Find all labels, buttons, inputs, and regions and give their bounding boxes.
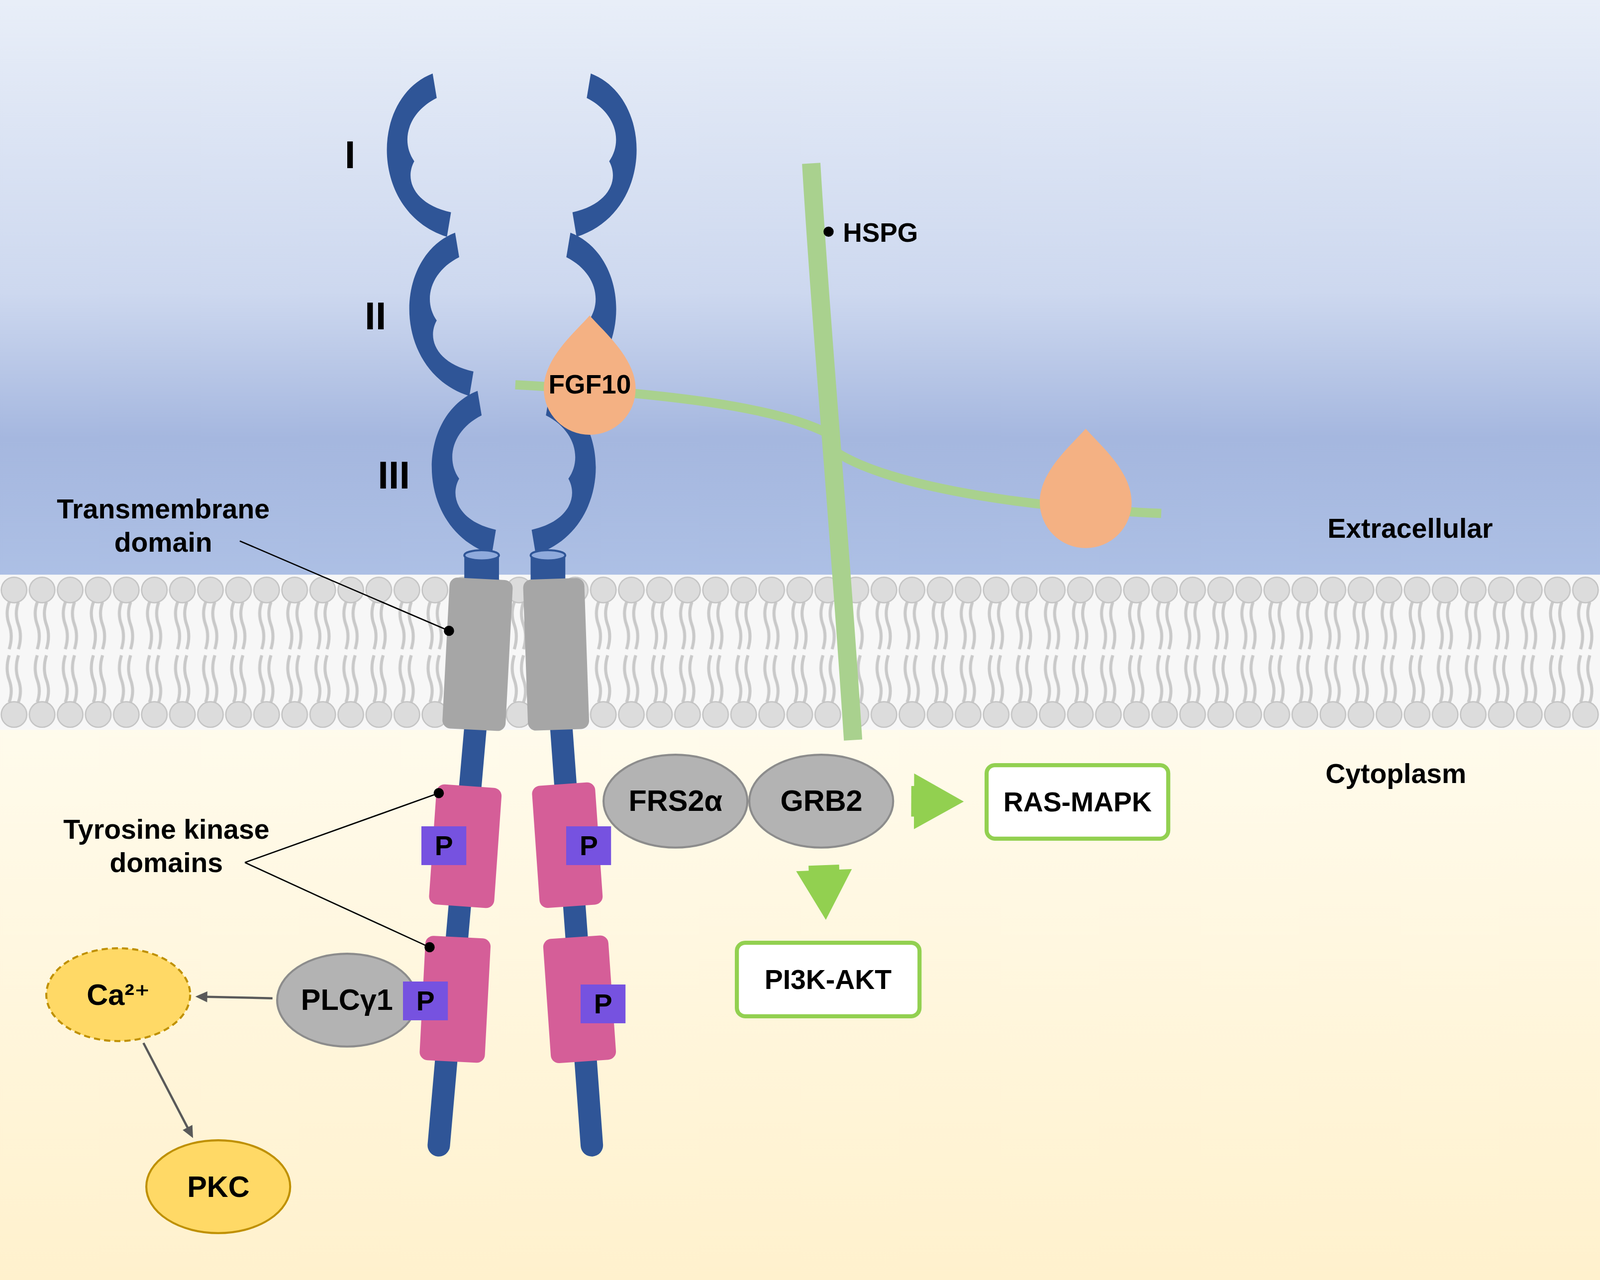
domain-numeral: I bbox=[344, 131, 356, 179]
node-text: FGF10 bbox=[548, 370, 632, 400]
pathway-box: PI3K-AKT bbox=[734, 940, 922, 1019]
node-text: Ca²⁺ bbox=[86, 978, 150, 1011]
leader-line bbox=[244, 862, 430, 948]
part-label: Tyrosine kinase domains bbox=[25, 812, 307, 880]
cytoplasm-space bbox=[0, 724, 1600, 1280]
domain-numeral: II bbox=[364, 293, 387, 340]
ligand-shape bbox=[543, 315, 636, 435]
phospho-shape bbox=[580, 984, 626, 1024]
extracellular-space bbox=[0, 0, 1600, 585]
region-label: Extracellular bbox=[1327, 511, 1493, 545]
transmembrane-domain bbox=[441, 577, 513, 732]
phospho-tag: P bbox=[566, 826, 611, 866]
ig-domain bbox=[387, 73, 452, 237]
leader-dot bbox=[424, 942, 435, 953]
node-text: P bbox=[416, 986, 435, 1017]
membrane-core bbox=[0, 574, 1600, 730]
adaptor-ellipse: FRS2α bbox=[601, 753, 749, 850]
phospho-shape bbox=[402, 981, 448, 1021]
part-label: HSPG bbox=[842, 216, 918, 249]
kinase-ellipse: PKC bbox=[144, 1138, 292, 1235]
hspg-core bbox=[811, 163, 854, 740]
leader-dot bbox=[433, 788, 445, 799]
phospho-tag: P bbox=[580, 984, 626, 1024]
node-text: PLCγ1 bbox=[300, 983, 394, 1016]
leader-line bbox=[244, 793, 439, 863]
ellipse-shape bbox=[46, 948, 191, 1042]
arrow-connector bbox=[911, 786, 915, 817]
node-text: FRS2α bbox=[628, 784, 723, 817]
arrow-connector bbox=[206, 997, 273, 999]
ig-domain bbox=[572, 73, 637, 237]
arrow-connector bbox=[143, 1042, 188, 1128]
domain-numeral: III bbox=[377, 452, 410, 500]
box-shape bbox=[736, 942, 920, 1017]
ig-domain bbox=[409, 232, 474, 397]
ig-domain bbox=[431, 391, 497, 555]
lipid-bilayer bbox=[0, 574, 1600, 730]
adaptor-ellipse: GRB2 bbox=[747, 753, 895, 850]
leader-dot bbox=[443, 625, 455, 637]
ellipse-shape bbox=[749, 754, 894, 848]
enzyme-ellipse: PLCγ1 bbox=[275, 952, 419, 1049]
leader-line bbox=[239, 540, 449, 631]
box-shape bbox=[986, 765, 1169, 839]
arrow-connector bbox=[808, 865, 840, 871]
node-text: GRB2 bbox=[780, 784, 863, 817]
node-text: P bbox=[594, 989, 613, 1020]
receptor-stalk bbox=[464, 550, 500, 561]
transmembrane-domain bbox=[522, 577, 590, 731]
region-label: Cytoplasm bbox=[1325, 756, 1467, 790]
phospho-tag: P bbox=[402, 981, 448, 1021]
fgf-ligand bbox=[1039, 428, 1132, 549]
receptor-stalk bbox=[530, 550, 566, 561]
leader-dot bbox=[823, 226, 834, 238]
ellipse-shape bbox=[603, 754, 748, 848]
kinase-domain bbox=[542, 934, 617, 1064]
ellipse-shape bbox=[277, 953, 417, 1047]
node-text: P bbox=[434, 830, 454, 862]
node-text: PKC bbox=[187, 1170, 250, 1203]
messenger-ellipse: Ca²⁺ bbox=[44, 946, 192, 1043]
phospho-tag: P bbox=[421, 826, 467, 866]
part-label: Transmembrane domain bbox=[35, 492, 292, 559]
pathway-box: RAS-MAPK bbox=[984, 763, 1171, 841]
phospho-shape bbox=[566, 826, 611, 866]
ligand-drop: FGF10 bbox=[543, 312, 636, 435]
node-text: P bbox=[579, 830, 599, 862]
phospho-shape bbox=[421, 826, 467, 866]
node-text: PI3K-AKT bbox=[764, 964, 892, 996]
ellipse-shape bbox=[146, 1140, 291, 1234]
node-text: RAS-MAPK bbox=[1003, 787, 1152, 818]
